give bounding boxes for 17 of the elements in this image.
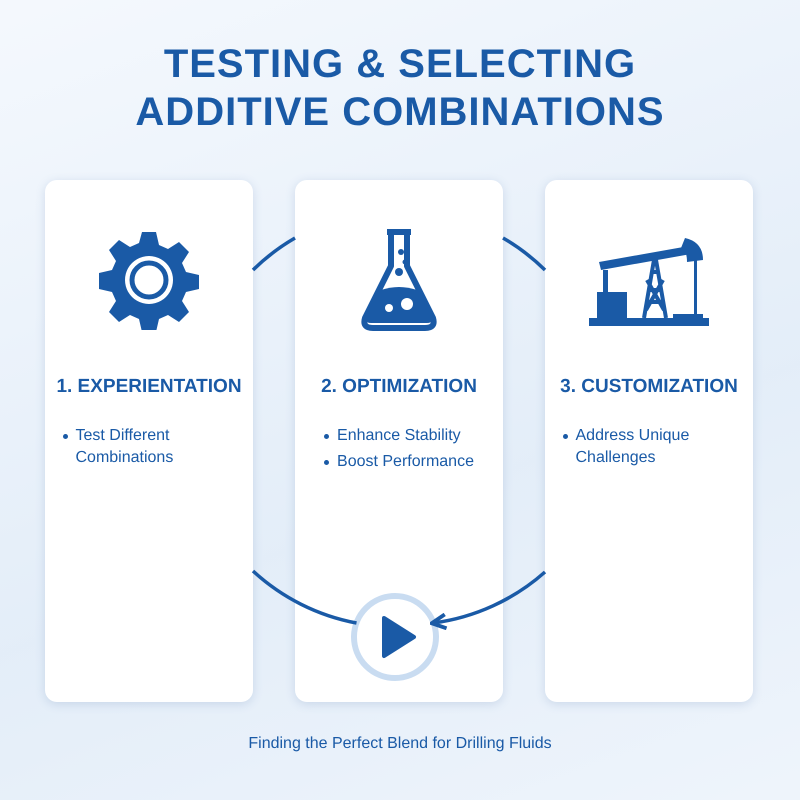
bullet-item: Boost Performance [337,452,474,472]
title: TESTING & SELECTING ADDITIVE COMBINATIONS [134,41,666,136]
step-card [295,180,503,702]
play-button-icon [350,592,440,682]
step-card [545,180,753,702]
bullet-item: Address Unique Challenges [576,426,690,468]
curved-connector [502,236,546,272]
step-heading: 2. OPTIMIZATION [320,376,478,398]
step-heading: 3. CUSTOMIZATION [559,376,739,398]
step-heading: 1. EXPERIENTATION [55,376,243,398]
caption: Finding the Perfect Blend for Drilling Fluids [247,735,553,753]
bullet-item: Test Different Combinations [76,426,174,468]
curved-connector [252,570,357,625]
curved-connector [252,236,296,272]
curved-arrow [430,570,546,630]
step-card [45,180,253,702]
bullet-item: Enhance Stability [337,426,461,446]
